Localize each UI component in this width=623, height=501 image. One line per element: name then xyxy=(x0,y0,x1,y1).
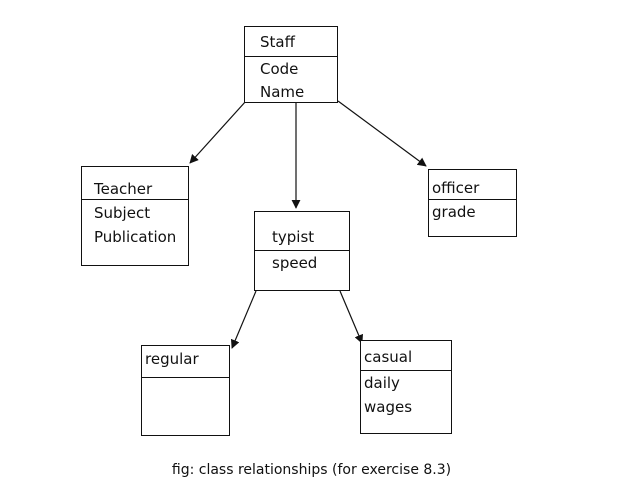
arrow-typist-to-regular xyxy=(230,290,257,349)
class-casual: casual daily wages xyxy=(360,340,452,434)
class-officer-divider xyxy=(429,199,516,200)
class-casual-name: casual xyxy=(364,348,413,366)
class-teacher-name: Teacher xyxy=(94,180,153,198)
class-typist-divider xyxy=(255,250,349,251)
class-teacher-attr-publication: Publication xyxy=(94,228,177,246)
arrow-staff-to-teacher xyxy=(189,100,247,164)
class-regular-name: regular xyxy=(145,350,199,368)
class-typist-attr-speed: speed xyxy=(272,254,318,272)
class-typist: typist speed xyxy=(254,211,350,291)
class-staff-divider xyxy=(245,56,337,57)
figure-caption: fig: class relationships (for exercise 8… xyxy=(171,462,452,478)
class-staff-attr-code: Code xyxy=(260,60,299,78)
class-casual-attr-wages: wages xyxy=(364,398,413,416)
class-casual-attr-daily: daily xyxy=(364,374,400,392)
class-casual-divider xyxy=(361,370,451,371)
class-staff: Staff Code Name xyxy=(244,26,338,103)
class-teacher: Teacher Subject Publication xyxy=(81,166,189,266)
class-officer-attr-grade: grade xyxy=(432,203,476,221)
arrow-staff-to-officer xyxy=(337,100,427,167)
class-teacher-divider xyxy=(82,199,188,200)
class-teacher-attr-subject: Subject xyxy=(94,204,151,222)
class-officer: officer grade xyxy=(428,169,517,237)
class-officer-name: officer xyxy=(432,179,480,197)
arrow-typist-to-casual xyxy=(339,290,363,344)
class-staff-name: Staff xyxy=(260,33,295,51)
class-regular-divider xyxy=(142,377,229,378)
class-staff-attr-name: Name xyxy=(260,83,305,101)
class-regular: regular xyxy=(141,345,230,436)
class-typist-name: typist xyxy=(272,228,315,246)
